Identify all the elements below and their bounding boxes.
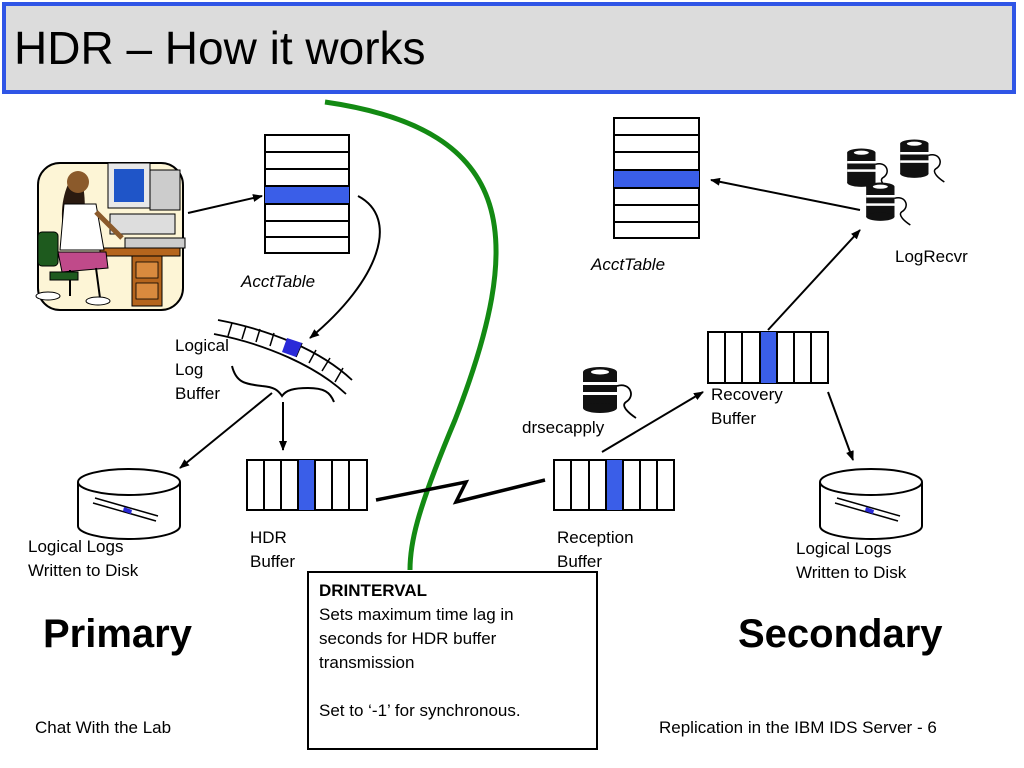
reception-buffer-label: Reception Buffer	[557, 528, 634, 571]
arrow-logrecvr-to-acct-table	[710, 177, 861, 211]
disk-drum-icon-secondary	[819, 468, 923, 540]
footer-left: Chat With the Lab	[35, 718, 172, 737]
slide-title: HDR – How it works	[14, 22, 426, 74]
log-buffer-brace	[231, 365, 335, 403]
acct-table-secondary	[613, 117, 700, 239]
hdr-buffer-box	[246, 459, 368, 511]
logical-log-buffer-strip	[213, 319, 353, 395]
thread-spool-icon-logrecvr	[846, 138, 946, 226]
arrow-recovery-to-logrecvr	[767, 229, 861, 331]
arrow-acct-table-to-log-buffer	[309, 195, 381, 339]
drinterval-description: Sets maximum time lag in seconds for HDR…	[319, 605, 514, 672]
network-link	[375, 478, 546, 505]
logical-logs-secondary-label: Logical Logs Written to Disk	[796, 539, 907, 582]
drsecapply-label: drsecapply	[522, 418, 605, 437]
logrecvr-label: LogRecvr	[895, 247, 968, 266]
acct-table-primary	[264, 134, 350, 254]
drinterval-note: DRINTERVAL Sets maximum time lag in seco…	[307, 571, 598, 750]
recovery-buffer-label: Recovery Buffer	[711, 385, 783, 428]
acct-table-secondary-label: AcctTable	[591, 255, 666, 274]
arrow-reception-to-recovery	[601, 391, 704, 453]
drinterval-heading: DRINTERVAL	[319, 581, 427, 600]
primary-heading: Primary	[43, 612, 192, 656]
recovery-buffer-box	[707, 331, 829, 384]
acct-table-primary-label: AcctTable	[241, 272, 316, 291]
logical-log-buffer-label: Logical Log Buffer	[175, 336, 229, 403]
secondary-heading: Secondary	[738, 612, 943, 656]
drinterval-sync-note: Set to ‘-1’ for synchronous.	[319, 701, 521, 720]
hdr-buffer-label: HDR Buffer	[250, 528, 296, 571]
primary-secondary-divider	[324, 99, 499, 571]
thread-spool-icon-drsecapply	[582, 366, 637, 419]
logical-logs-primary-label: Logical Logs Written to Disk	[28, 537, 139, 580]
arrow-to-primary-disk	[179, 392, 273, 469]
disk-drum-icon-primary	[77, 468, 181, 540]
arrow-recovery-to-secondary-disk	[827, 391, 854, 461]
user-at-computer-icon	[35, 162, 186, 311]
title-bar: HDR – How it works	[2, 2, 1016, 94]
reception-buffer-box	[553, 459, 675, 511]
footer-right: Replication in the IBM IDS Server - 6	[659, 718, 937, 737]
arrow-user-to-acct-table	[187, 194, 263, 214]
